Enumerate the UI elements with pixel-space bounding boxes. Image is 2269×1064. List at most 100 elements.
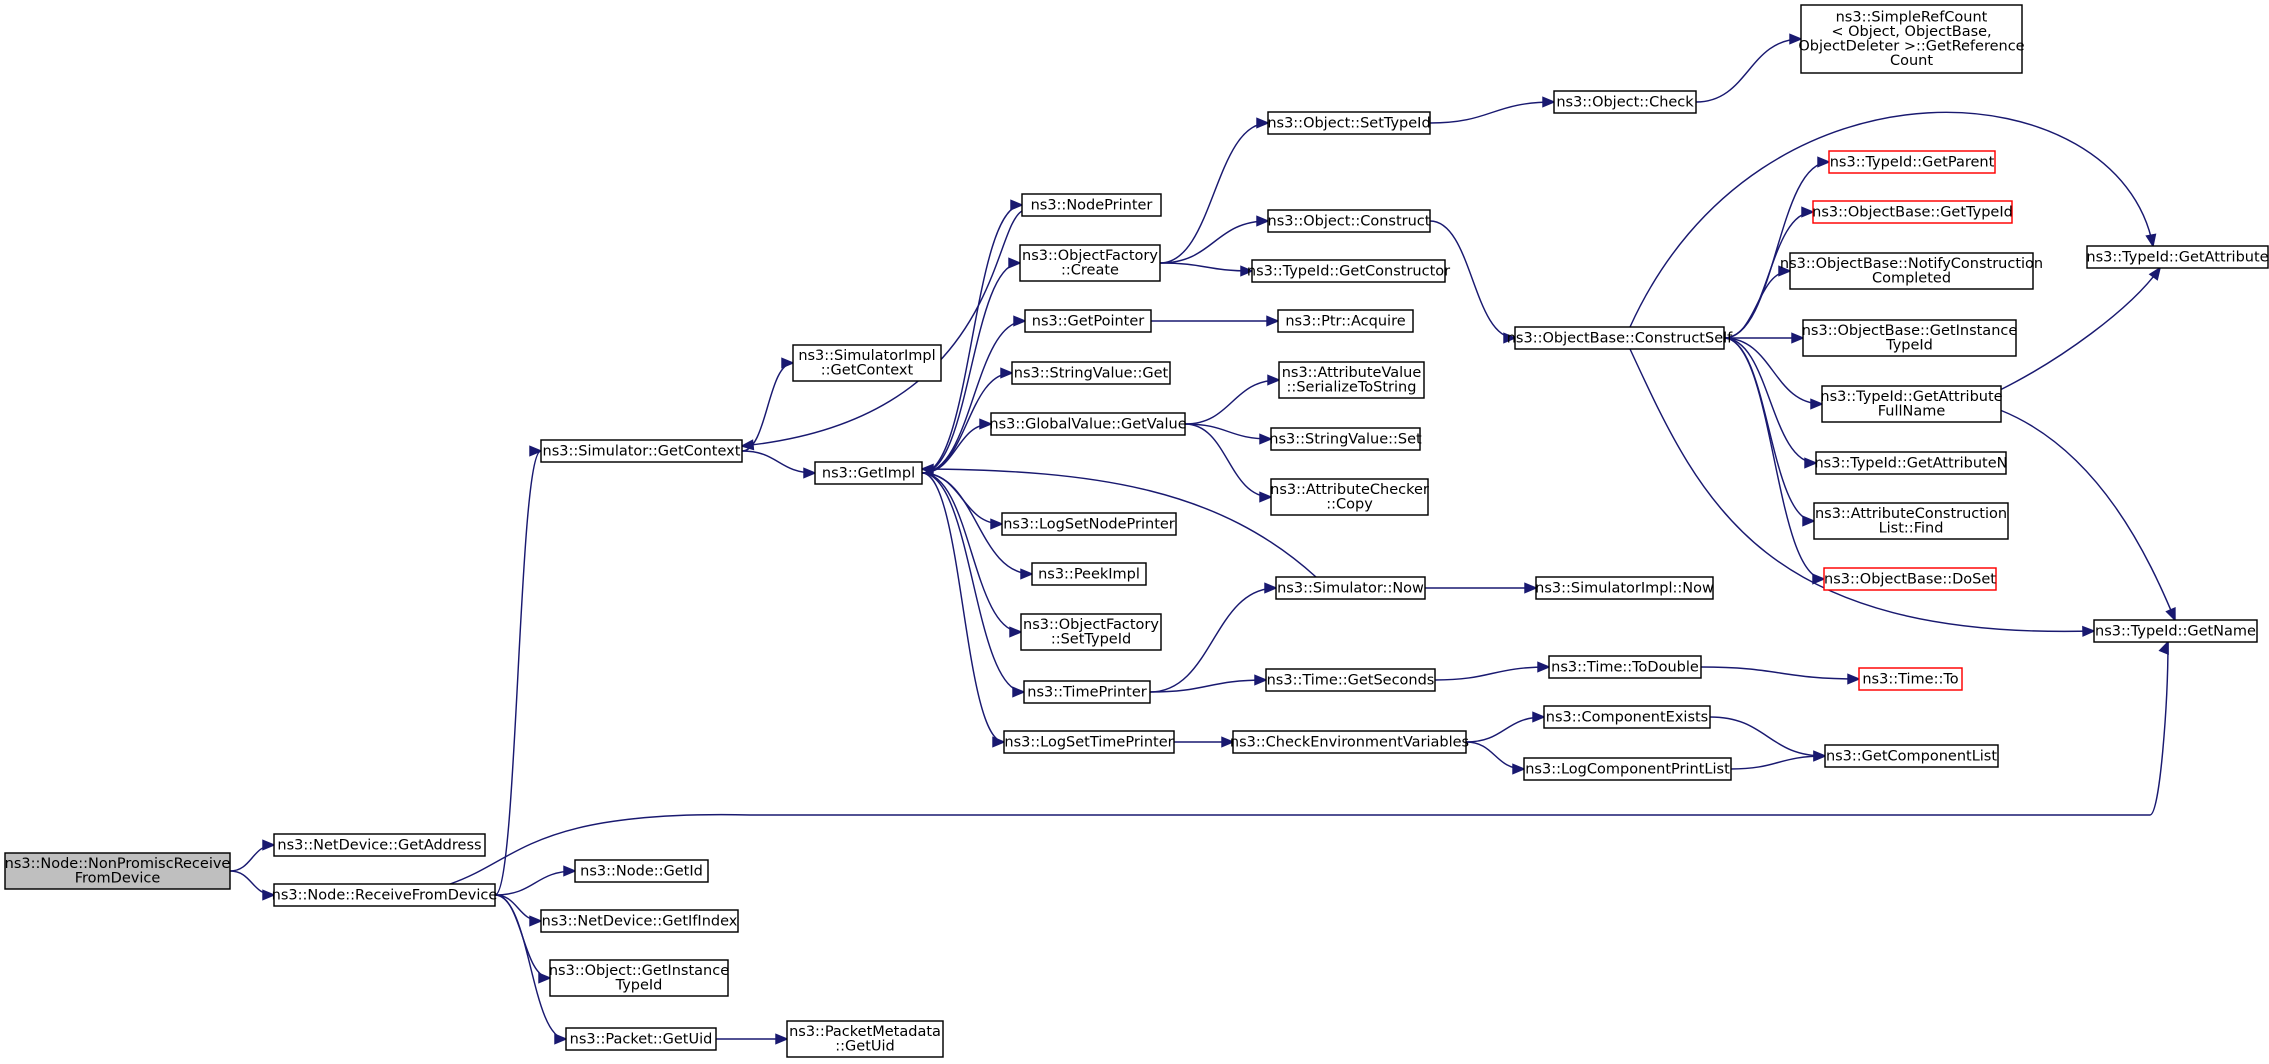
node-root-box[interactable] <box>4 852 231 890</box>
node-getimpl-box[interactable] <box>814 461 923 485</box>
node-node_receive-box[interactable] <box>273 883 496 907</box>
node-sim_getcontext-box[interactable] <box>540 439 743 463</box>
node-peekimpl[interactable]: ns3::PeekImpl <box>1031 562 1147 586</box>
node-nodeprinter-box[interactable] <box>1021 193 1162 217</box>
node-of_settypeid-box[interactable] <box>1020 613 1162 651</box>
node-ob_doset-box[interactable] <box>1823 567 1997 591</box>
node-simimpl_getcontext-box[interactable] <box>792 344 942 382</box>
node-simimpl_getcontext[interactable]: ns3::SimulatorImpl::GetContext <box>792 344 942 382</box>
node-simplerefcount-box[interactable] <box>1800 4 2023 74</box>
node-nd_getaddress-box[interactable] <box>273 833 486 857</box>
node-sim_now[interactable]: ns3::Simulator::Now <box>1275 576 1426 600</box>
node-componentexists[interactable]: ns3::ComponentExists <box>1543 705 1711 729</box>
node-ac_copy[interactable]: ns3::AttributeChecker::Copy <box>1270 478 1429 516</box>
node-packet_getuid[interactable]: ns3::Packet::GetUid <box>565 1027 717 1051</box>
node-gv_getvalue-box[interactable] <box>990 412 1186 436</box>
node-gv_getvalue[interactable]: ns3::GlobalValue::GetValue <box>989 412 1187 436</box>
node-sv_set-box[interactable] <box>1270 427 1421 451</box>
node-of_settypeid[interactable]: ns3::ObjectFactory::SetTypeId <box>1020 613 1162 651</box>
node-tid_getconstructor[interactable]: ns3::TypeId::GetConstructor <box>1247 259 1450 283</box>
node-sim_now-box[interactable] <box>1275 576 1426 600</box>
node-of_create[interactable]: ns3::ObjectFactory::Create <box>1019 244 1161 282</box>
node-pm_getuid-box[interactable] <box>786 1020 944 1058</box>
node-simimpl_now[interactable]: ns3::SimulatorImpl::Now <box>1535 576 1714 600</box>
node-tid_getattributefullname-box[interactable] <box>1821 385 2002 423</box>
node-ac_copy-box[interactable] <box>1270 478 1429 516</box>
node-obj_construct[interactable]: ns3::Object::Construct <box>1267 209 1431 233</box>
node-time_getseconds-box[interactable] <box>1265 668 1436 692</box>
node-obj_settypeid-box[interactable] <box>1267 111 1431 135</box>
node-obj_check-box[interactable] <box>1553 90 1697 114</box>
node-tid_getconstructor-box[interactable] <box>1251 259 1446 283</box>
node-tid_getparent[interactable]: ns3::TypeId::GetParent <box>1828 150 1996 174</box>
node-time_to[interactable]: ns3::Time::To <box>1858 667 1963 691</box>
node-ob_notify[interactable]: ns3::ObjectBase::NotifyConstructionCompl… <box>1780 252 2043 290</box>
node-ob_gettypeid-box[interactable] <box>1812 200 2013 224</box>
node-av_serialize-box[interactable] <box>1278 361 1425 399</box>
node-obj_settypeid[interactable]: ns3::Object::SetTypeId <box>1267 111 1431 135</box>
node-simimpl_now-box[interactable] <box>1535 576 1714 600</box>
node-of_create-box[interactable] <box>1019 244 1161 282</box>
node-tid_getname-box[interactable] <box>2093 619 2258 643</box>
node-time_todouble-box[interactable] <box>1548 655 1702 679</box>
node-tid_getname[interactable]: ns3::TypeId::GetName <box>2093 619 2258 643</box>
node-obj_getinstancetypeid-box[interactable] <box>549 959 729 997</box>
node-getimpl[interactable]: ns3::GetImpl <box>814 461 923 485</box>
node-node_getid-box[interactable] <box>574 859 709 883</box>
node-av_serialize[interactable]: ns3::AttributeValue::SerializeToString <box>1278 361 1425 399</box>
node-tid_getattribute-box[interactable] <box>2086 245 2269 269</box>
node-getcomponentlist[interactable]: ns3::GetComponentList <box>1824 744 1999 768</box>
node-tid_getparent-box[interactable] <box>1828 150 1996 174</box>
node-nd_getaddress[interactable]: ns3::NetDevice::GetAddress <box>273 833 486 857</box>
node-peekimpl-box[interactable] <box>1031 562 1147 586</box>
node-time_todouble[interactable]: ns3::Time::ToDouble <box>1548 655 1702 679</box>
node-checkenv-box[interactable] <box>1232 730 1467 754</box>
node-ob_notify-box[interactable] <box>1789 252 2034 290</box>
node-componentexists-box[interactable] <box>1543 705 1711 729</box>
node-tid_getattributen[interactable]: ns3::TypeId::GetAttributeN <box>1814 451 2008 475</box>
node-logcomponentprintlist[interactable]: ns3::LogComponentPrintList <box>1523 757 1732 781</box>
node-sv_get-box[interactable] <box>1011 361 1171 385</box>
node-obj_construct-box[interactable] <box>1267 209 1431 233</box>
node-obj_check[interactable]: ns3::Object::Check <box>1553 90 1697 114</box>
node-logsetnodeprinter[interactable]: ns3::LogSetNodePrinter <box>1001 512 1177 536</box>
node-acl_find-box[interactable] <box>1813 502 2009 540</box>
node-timeprinter-box[interactable] <box>1023 680 1151 704</box>
node-timeprinter[interactable]: ns3::TimePrinter <box>1023 680 1151 704</box>
node-logcomponentprintlist-box[interactable] <box>1523 757 1732 781</box>
node-node_getid[interactable]: ns3::Node::GetId <box>574 859 709 883</box>
node-logsetnodeprinter-box[interactable] <box>1001 512 1177 536</box>
node-logsettimeprinter[interactable]: ns3::LogSetTimePrinter <box>1003 730 1175 754</box>
node-ptr_acquire[interactable]: ns3::Ptr::Acquire <box>1277 309 1414 333</box>
node-getcomponentlist-box[interactable] <box>1824 744 1999 768</box>
node-ptr_acquire-box[interactable] <box>1277 309 1414 333</box>
node-packet_getuid-box[interactable] <box>565 1027 717 1051</box>
node-node_receive[interactable]: ns3::Node::ReceiveFromDevice <box>272 883 498 907</box>
node-ob_gettypeid[interactable]: ns3::ObjectBase::GetTypeId <box>1812 200 2013 224</box>
node-pm_getuid[interactable]: ns3::PacketMetadata::GetUid <box>786 1020 944 1058</box>
node-sv_get[interactable]: ns3::StringValue::Get <box>1011 361 1171 385</box>
node-tid_getattribute[interactable]: ns3::TypeId::GetAttribute <box>2086 245 2269 269</box>
node-logsettimeprinter-box[interactable] <box>1003 730 1175 754</box>
node-tid_getattributen-box[interactable] <box>1815 451 2007 475</box>
node-nd_getifindex[interactable]: ns3::NetDevice::GetIfIndex <box>540 909 739 933</box>
node-ob_getinstancetypeid-box[interactable] <box>1802 319 2017 357</box>
node-time_to-box[interactable] <box>1858 667 1963 691</box>
node-getpointer[interactable]: ns3::GetPointer <box>1024 309 1152 333</box>
node-ob_doset[interactable]: ns3::ObjectBase::DoSet <box>1823 567 1997 591</box>
node-sv_set[interactable]: ns3::StringValue::Set <box>1269 427 1422 451</box>
node-ob_constructself[interactable]: ns3::ObjectBase::ConstructSelf <box>1507 326 1733 350</box>
node-nd_getifindex-box[interactable] <box>540 909 739 933</box>
node-getpointer-box[interactable] <box>1024 309 1152 333</box>
node-checkenv[interactable]: ns3::CheckEnvironmentVariables <box>1230 730 1469 754</box>
node-time_getseconds[interactable]: ns3::Time::GetSeconds <box>1265 668 1436 692</box>
node-sim_getcontext[interactable]: ns3::Simulator::GetContext <box>540 439 743 463</box>
node-ob_constructself-box[interactable] <box>1514 326 1725 350</box>
node-nodeprinter[interactable]: ns3::NodePrinter <box>1021 193 1162 217</box>
node-simplerefcount[interactable]: ns3::SimpleRefCount< Object, ObjectBase,… <box>1798 4 2025 74</box>
